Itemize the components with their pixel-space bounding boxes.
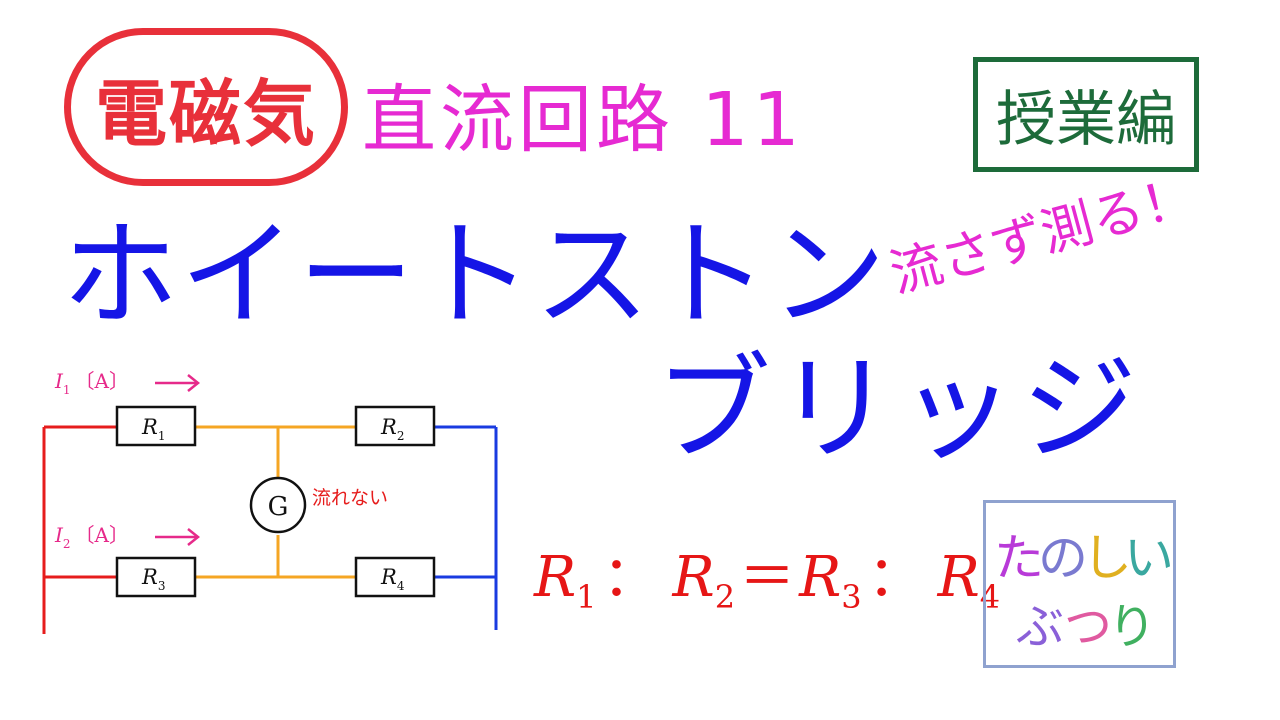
formula-equals: ＝ bbox=[739, 545, 796, 610]
bridge-circuit-diagram: R1 R2 R3 R4 G 流れない I1〔A〕 I2〔A〕 bbox=[42, 369, 498, 634]
svg-text:R4: R4 bbox=[380, 565, 405, 593]
formula-colon-1: ： bbox=[602, 545, 659, 610]
channel-logo-lettering: た の し い ぶ つ り bbox=[994, 529, 1174, 655]
left-wire bbox=[42, 425, 117, 634]
svg-text:R1: R1 bbox=[141, 415, 165, 443]
main-title-line-1: ホイートストン bbox=[62, 208, 888, 343]
svg-text:R2: R2 bbox=[380, 415, 404, 443]
galvanometer-note: 流れない bbox=[312, 487, 388, 509]
galvanometer: G bbox=[249, 476, 307, 534]
svg-text:た: た bbox=[994, 529, 1044, 587]
current-label-2: I2〔A〕 bbox=[54, 523, 129, 551]
svg-text:I1〔A〕: I1〔A〕 bbox=[54, 369, 129, 397]
formula-term-3: R3 bbox=[799, 545, 862, 617]
formula-colon-2: ： bbox=[867, 545, 924, 610]
resistor-r1: R1 bbox=[115, 405, 197, 447]
middle-wire bbox=[195, 425, 356, 579]
category-badge: 電磁気 bbox=[64, 28, 348, 186]
channel-logo: た の し い ぶ つ り bbox=[983, 500, 1176, 668]
svg-text:し: し bbox=[1082, 529, 1132, 587]
edition-badge: 授業編 bbox=[973, 57, 1199, 172]
resistor-r3: R3 bbox=[115, 556, 197, 598]
edition-label: 授業編 bbox=[996, 85, 1176, 155]
current-label-1: I1〔A〕 bbox=[54, 369, 129, 397]
resistor-r4: R4 bbox=[354, 556, 436, 598]
main-title-line-2: ブリッジ bbox=[655, 342, 1143, 477]
svg-text:I2〔A〕: I2〔A〕 bbox=[54, 523, 129, 551]
svg-text:G: G bbox=[268, 492, 289, 522]
formula-term-2: R2 bbox=[672, 545, 736, 617]
balance-formula: R1：R2＝R3：R4 bbox=[534, 532, 1000, 616]
svg-text:R3: R3 bbox=[141, 565, 165, 593]
svg-text:ぶ: ぶ bbox=[1016, 599, 1064, 655]
current-arrow-2 bbox=[155, 528, 201, 546]
svg-text:つ: つ bbox=[1064, 599, 1112, 655]
category-label: 電磁気 bbox=[94, 71, 317, 156]
right-wire bbox=[434, 425, 498, 630]
resistor-r2: R2 bbox=[354, 405, 436, 447]
formula-term-1: R1 bbox=[534, 545, 597, 617]
catchphrase: 流さず測る！ bbox=[883, 166, 1201, 306]
svg-text:い: い bbox=[1124, 529, 1173, 587]
series-title: 直流回路 11 bbox=[362, 77, 804, 163]
current-arrow-1 bbox=[155, 374, 201, 392]
svg-text:り: り bbox=[1108, 599, 1156, 655]
svg-text:の: の bbox=[1038, 529, 1088, 587]
